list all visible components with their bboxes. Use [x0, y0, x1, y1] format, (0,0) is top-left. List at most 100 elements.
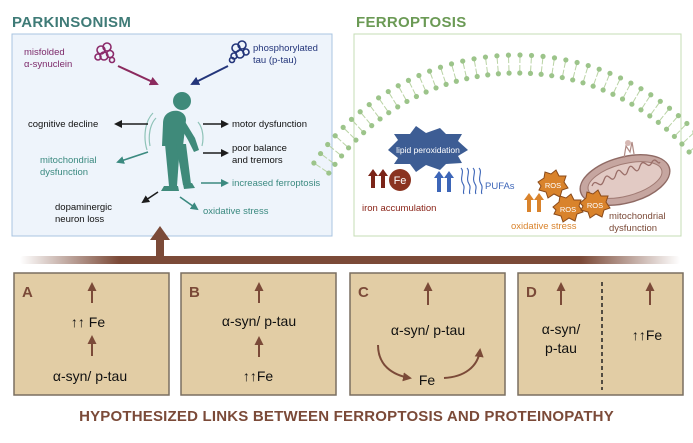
iron-atom-label: Fe: [394, 175, 407, 187]
panel-d-right-label: ↑↑Fe: [632, 327, 663, 343]
lipid-head: [377, 116, 383, 122]
ferro-mito-label-line1: mitochondrial: [609, 211, 666, 222]
lipid-head: [405, 77, 412, 83]
lipid-head: [638, 86, 644, 92]
ros-burst-3: ROS: [579, 189, 611, 219]
lipid-head: [443, 81, 449, 87]
lipid-head: [540, 53, 546, 59]
lipid-head: [559, 74, 565, 81]
lipid-head: [385, 88, 391, 95]
ros-burst-1: ROS: [537, 169, 569, 199]
panel-b-lower-label: ↑↑Fe: [243, 368, 274, 384]
lipid-head: [325, 141, 331, 148]
panel-a-upper-label: ↑↑ Fe: [71, 314, 105, 330]
lipid-head: [494, 53, 500, 59]
panel-c-upper-label: α-syn/ p-tau: [391, 322, 465, 338]
panel-c-lower-label: Fe: [419, 372, 436, 388]
lipid-head: [361, 130, 367, 136]
lipid-head: [574, 59, 580, 66]
lipid-head: [647, 113, 653, 119]
lipid-head: [528, 52, 535, 59]
panel-d-left-label-line1: α-syn/: [542, 321, 581, 337]
pufa-up-arrows-icon: [434, 171, 454, 192]
lipid-head: [610, 91, 616, 97]
lipid-head: [326, 170, 332, 176]
lipid-head: [482, 54, 489, 60]
ptau-label-line2: tau (p-tau): [253, 55, 297, 66]
lipid-head: [413, 93, 420, 100]
pufa-chains-icon: [460, 167, 483, 195]
lipid-head: [655, 119, 661, 125]
ferro-mito-label-line2: dysfunction: [609, 223, 657, 234]
lipid-head: [570, 77, 576, 83]
lipid-head: [679, 141, 685, 147]
lipid-head: [666, 105, 673, 111]
panel-a: A ↑↑ Fe α-syn/ p-tau: [13, 272, 170, 396]
panel-c-loop-arrow-left: [377, 344, 412, 382]
lipid-head: [638, 107, 644, 113]
lipid-head: [485, 72, 491, 78]
lipid-head: [437, 64, 444, 70]
alpha-synuclein-icon: [94, 42, 116, 64]
dopaminergic-loss-label-line2: neuron loss: [55, 214, 104, 225]
lipid-head: [395, 104, 401, 110]
upward-connector-arrow: [150, 226, 170, 257]
lipid-head: [416, 72, 422, 79]
ros-label-1: ROS: [545, 181, 561, 190]
iron-atom-icon: [389, 169, 411, 191]
lipid-head: [448, 61, 455, 67]
lipid-head: [663, 126, 670, 132]
synuclein-arrow: [117, 65, 159, 86]
oxidative-stress-arrow: [179, 196, 199, 211]
lipid-head: [495, 71, 501, 77]
lipid-head: [426, 68, 433, 74]
mitochondrion-icon: [579, 140, 671, 206]
lipid-head: [340, 124, 346, 130]
connector-bar: [20, 256, 680, 264]
lipid-peroxidation-burst: [388, 126, 468, 172]
panel-c: C α-syn/ p-tau Fe: [349, 272, 506, 396]
ptau-arrow: [190, 65, 229, 85]
lipid-head: [628, 80, 634, 86]
oxidative-stress-label: oxidative stress: [203, 206, 269, 217]
ptau-label-line1: phosphorylated: [253, 43, 318, 54]
lipid-head: [366, 101, 372, 108]
increased-ferroptosis-label: increased ferroptosis: [232, 178, 320, 189]
lipid-head: [648, 92, 654, 98]
lipid-head: [386, 110, 392, 116]
ferroptosis-title: FERROPTOSIS: [356, 14, 467, 31]
lipid-head: [317, 150, 324, 157]
panel-b: B α-syn/ p-tau ↑↑Fe: [180, 272, 337, 396]
poor-balance-label-line1: poor balance: [232, 143, 287, 154]
lipid-head: [311, 160, 317, 166]
lipid-head: [471, 56, 477, 62]
lipid-head: [617, 75, 624, 81]
footer-title: HYPOTHESIZED LINKS BETWEEN FERROPTOSIS A…: [79, 408, 614, 425]
lipid-head: [686, 149, 692, 155]
lipid-head: [675, 113, 681, 119]
lipid-head: [474, 73, 480, 80]
lipid-head: [517, 52, 523, 58]
motor-dysfunction-label: motor dysfunction: [232, 119, 307, 130]
ros-label-3: ROS: [587, 201, 603, 210]
lipid-head: [375, 95, 382, 101]
panel-c-loop-arrow-right: [443, 348, 484, 379]
ros-burst-2: ROS: [552, 193, 584, 223]
lipid-head: [345, 145, 352, 151]
lipid-head: [348, 116, 355, 122]
lipid-head: [453, 78, 459, 84]
lipid-head: [585, 62, 591, 69]
lipid-head: [505, 52, 512, 58]
lipid-head: [369, 122, 375, 129]
lipid-head: [590, 83, 596, 89]
lipid-head: [538, 71, 544, 77]
cell-membrane-bilayer: [311, 52, 693, 176]
lipid-tail: [688, 132, 693, 138]
lipid-head: [596, 66, 602, 72]
mito-dysfunction-label-line1: mitochondrial: [40, 155, 97, 166]
lipid-head: [629, 101, 635, 107]
panel-a-letter: A: [22, 284, 33, 301]
poor-balance-label-line2: and tremors: [232, 155, 283, 166]
panel-d: D α-syn/ p-tau ↑↑Fe: [517, 272, 684, 396]
iron-accumulation-label: iron accumulation: [362, 203, 436, 214]
